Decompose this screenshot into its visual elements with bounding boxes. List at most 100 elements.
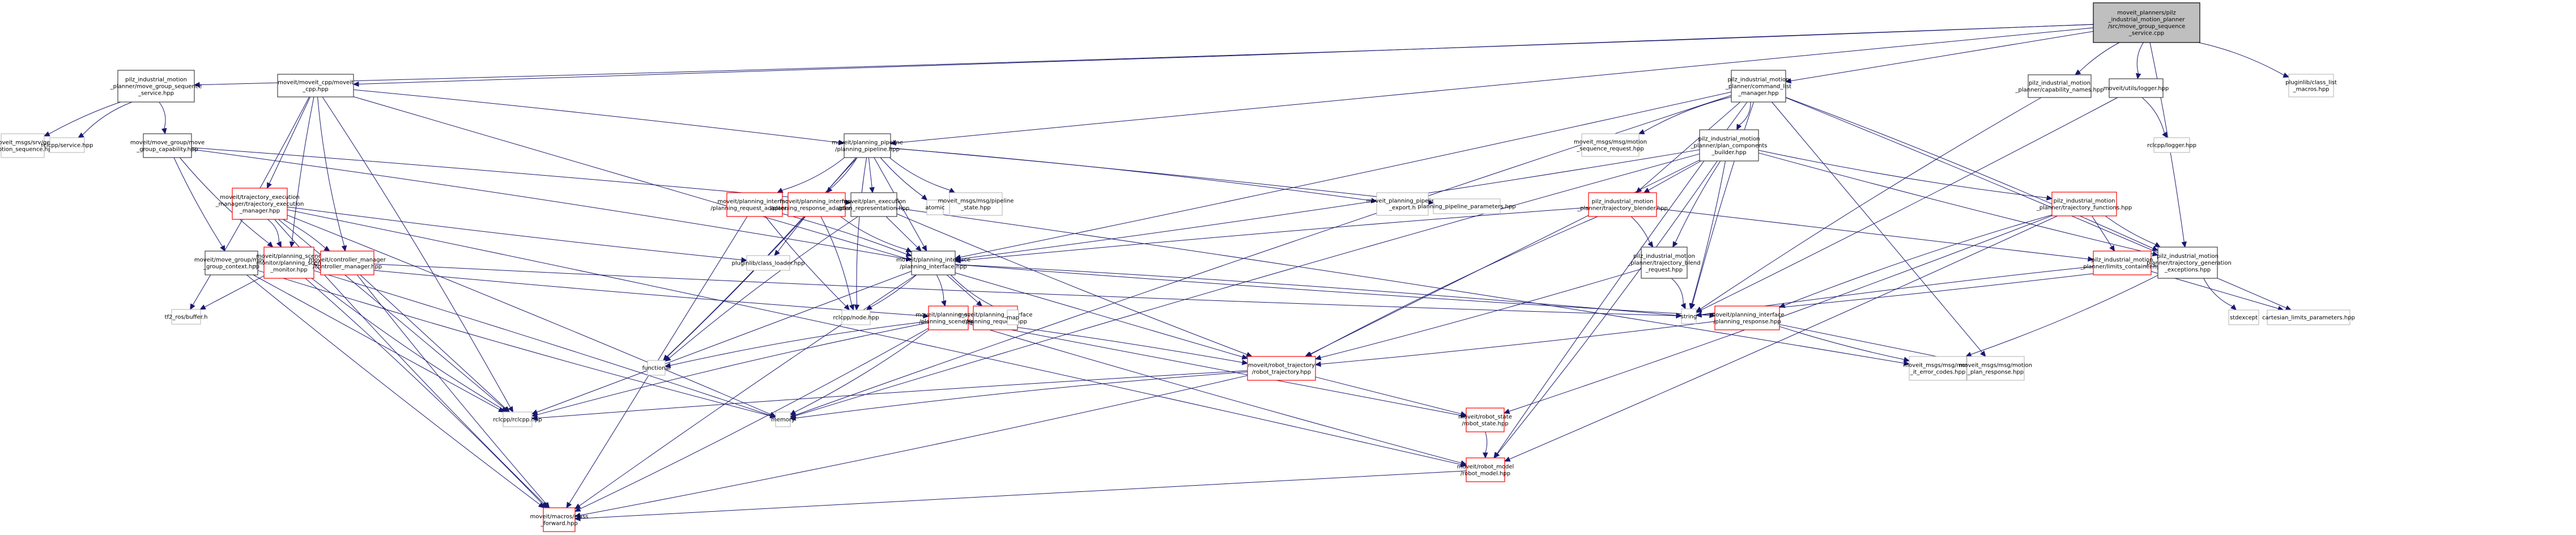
edge-line [1497, 160, 1718, 455]
edge-mg_cap-to-psm [179, 157, 274, 248]
node-cmd-list[interactable]: pilz_industrial_motion_planner/command_l… [1725, 70, 1791, 103]
edge-robot_traj-to-rclcpp [531, 370, 1248, 421]
node-label-line: /planning_scene.hpp [919, 319, 977, 325]
node-plan-resp[interactable]: moveit/planning_interface/planning_respo… [1710, 305, 1785, 330]
node-traj-funcs[interactable]: pilz_industrial_motion_planner/trajector… [2036, 192, 2132, 216]
node-box [49, 137, 85, 153]
node-req-adapter[interactable]: moveit/planning_interface/planning_reque… [710, 192, 799, 217]
arrowhead-icon [905, 251, 913, 257]
node-pp[interactable]: moveit/planning_pipeline/planning_pipeli… [832, 133, 903, 158]
node-service: rclcpp/service.hpp [41, 137, 93, 153]
edge-plan_repr-to-move_it_err [896, 207, 1910, 366]
edge-mgss-to-mg_cap [159, 101, 167, 135]
node-label-line: pilz_industrial_motion [1698, 136, 1760, 142]
edge-root-to-mgss [193, 24, 2094, 88]
arrowhead-icon [2046, 195, 2053, 201]
node-label-line: _service.cpp [2128, 31, 2164, 37]
edge-mgss-to-service [78, 101, 133, 138]
node-label-line: moveit_msgs/msg/motion [1959, 363, 2032, 369]
node-label-line: string [1681, 314, 1697, 320]
node-label-line: _industrial_motion_planner [2108, 17, 2186, 23]
node-blend-req[interactable]: pilz_industrial_motion_planner/trajector… [1627, 247, 1701, 279]
edge-robot_state-to-robot_model [1483, 431, 1488, 459]
edge-line [1630, 216, 1650, 243]
edge-line [204, 275, 265, 308]
edge-line [1310, 216, 1598, 355]
node-ctrl-mgr[interactable]: moveit/controller_manager/controller_man… [309, 250, 386, 275]
edge-line [353, 96, 1243, 358]
edge-line [765, 216, 846, 307]
node-mgss[interactable]: pilz_industrial_motion_planner/move_grou… [110, 70, 202, 103]
node-class-fwd[interactable]: moveit/macros/class_forward.hpp [530, 507, 589, 532]
edge-cmd_list-to-pi [954, 91, 1732, 260]
edges-layer [43, 24, 2292, 521]
node-mg-context[interactable]: moveit/move_group/move_group_context.hpp [194, 250, 269, 275]
node-label-line: atomic [925, 205, 944, 211]
node-tem[interactable]: moveit/trajectory_execution_manager/traj… [215, 188, 304, 220]
node-cap-names[interactable]: pilz_industrial_motion_planner/capabilit… [2015, 74, 2104, 98]
node-label-line: _planner/trajectory_generation [2143, 260, 2232, 266]
node-label-line: _planner/command_list [1725, 84, 1791, 90]
edge-pcb-to-robot_model [1494, 160, 1718, 458]
arrowhead-icon [289, 241, 295, 248]
node-box [2228, 309, 2259, 325]
edge-line [1309, 159, 1700, 355]
node-box [1007, 309, 1019, 325]
node-box [503, 411, 533, 427]
node-label-line: moveit/plan_execution [842, 199, 906, 205]
node-mg-cap[interactable]: moveit/move_group/move_group_capability.… [130, 133, 205, 158]
node-robot-traj[interactable]: moveit/robot_trajectory/robot_trajectory… [1247, 356, 1316, 381]
edge-plan_repr-to-functional [665, 216, 858, 362]
node-label-line: _planner/limits_container.hpp [2080, 264, 2164, 270]
edge-line [579, 274, 917, 507]
node-label-line: pluginlib/class_loader.hpp [732, 261, 805, 267]
node-limits[interactable]: pilz_industrial_motion_planner/limits_co… [2080, 250, 2164, 275]
node-traj-blender[interactable]: pilz_industrial_motion_planner/trajector… [1577, 192, 1668, 217]
arrowhead-icon [267, 241, 274, 248]
edge-line [1656, 208, 2089, 260]
edge-pp-to-pi [874, 157, 927, 252]
node-robot-state[interactable]: moveit/robot_state/robot_state.hpp [1458, 407, 1512, 432]
edge-psm-to-ps [313, 264, 930, 319]
arrowhead-icon [845, 199, 852, 205]
node-plan-repr[interactable]: moveit/plan_execution/plan_representatio… [838, 192, 910, 217]
node-label-line: moveit/planning_interface [896, 257, 970, 264]
node-move-it-err: moveit_msgs/msg/move_it_error_codes.hpp [1903, 356, 1973, 381]
node-tg-exc[interactable]: pilz_industrial_motion_planner/trajector… [2143, 247, 2232, 279]
arrowhead-icon [1647, 241, 1654, 248]
edge-line [1779, 326, 1905, 360]
node-label-line: moveit/planning_pipeline [832, 140, 903, 146]
edge-tg_exc-to-move_it_err [1965, 275, 2158, 357]
node-box [787, 192, 846, 217]
edge-traj_funcs-to-robot_state [1503, 215, 2053, 414]
edge-line [1509, 215, 2058, 460]
arrowhead-icon [220, 245, 225, 252]
node-pcb[interactable]: pilz_industrial_motion_planner/plan_comp… [1691, 129, 1768, 162]
edge-traj_funcs-to-plan_resp [1778, 214, 2053, 308]
edge-line [173, 157, 223, 247]
edge-line [885, 216, 918, 248]
arrowhead-icon [2230, 304, 2237, 311]
node-label-line: moveit/macros/class [530, 514, 589, 520]
edge-line [291, 96, 314, 243]
node-label-line: rclcpp/node.hpp [833, 315, 879, 321]
node-resp-adapter[interactable]: moveit/planning_interface/planning_respo… [770, 192, 863, 217]
node-plan-req[interactable]: moveit/planning_interface/planning_reque… [959, 305, 1033, 330]
node-pi[interactable]: moveit/planning_interface/planning_inter… [896, 250, 970, 275]
edge-line [968, 323, 1462, 464]
node-label-line: /robot_model.hpp [1461, 471, 1510, 477]
node-logger[interactable]: moveit/utils/logger.hpp [2104, 78, 2169, 98]
edge-moveit_cpp-to-psm [289, 96, 314, 248]
node-label-line: pilz_industrial_motion [2157, 253, 2219, 260]
edge-pp-to-atomic [880, 157, 928, 201]
node-moveit-cpp[interactable]: moveit/moveit_cpp/moveit_cpp.hpp [277, 74, 354, 97]
arrowhead-icon [574, 516, 581, 521]
node-label-line: /controller_manager.hpp [313, 264, 382, 270]
arrowhead-icon [838, 139, 845, 146]
node-ps[interactable]: moveit/planning_scene/planning_scene.hpp [916, 305, 981, 330]
edge-moveit_cpp-to-ctrl_mgr [317, 96, 347, 252]
node-robot-model[interactable]: moveit/robot_model/robot_model.hpp [1457, 457, 1514, 482]
arrowhead-icon [849, 304, 854, 311]
arrowhead-icon [1903, 360, 1910, 366]
node-psm[interactable]: moveit/planning_scene_monitor/planning_s… [253, 247, 325, 279]
